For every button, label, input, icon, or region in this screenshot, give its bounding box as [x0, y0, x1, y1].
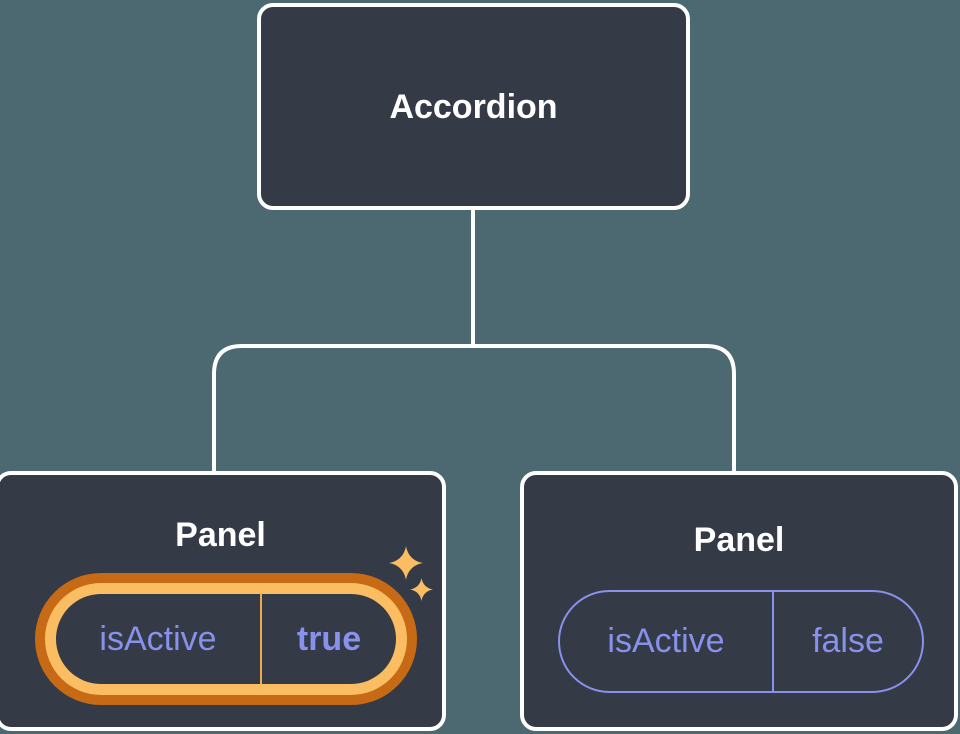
state-key-label: isActive	[99, 619, 217, 658]
node-accordion-label: Accordion	[389, 87, 558, 126]
state-pill-active-ring: isActive true	[45, 583, 407, 695]
state-pill-inactive: isActive false	[558, 590, 924, 693]
connector-branch-bracket	[212, 344, 736, 473]
pill-divider	[772, 592, 774, 691]
state-pill-active-body: isActive true	[56, 594, 396, 684]
node-panel-active: Panel isActive true	[0, 471, 446, 731]
state-pill-active: isActive true	[35, 573, 417, 705]
state-value-label: false	[812, 622, 884, 660]
node-accordion: Accordion	[257, 3, 690, 210]
pill-divider	[260, 594, 262, 684]
node-panel-inactive: Panel isActive false	[520, 471, 958, 731]
panel-inactive-label: Panel	[693, 521, 785, 559]
state-value-label: true	[296, 619, 362, 658]
sparkle-large-icon	[389, 546, 423, 580]
state-key-label: isActive	[607, 622, 725, 660]
sparkle-small-icon	[410, 578, 433, 601]
panel-active-label: Panel	[175, 516, 266, 554]
